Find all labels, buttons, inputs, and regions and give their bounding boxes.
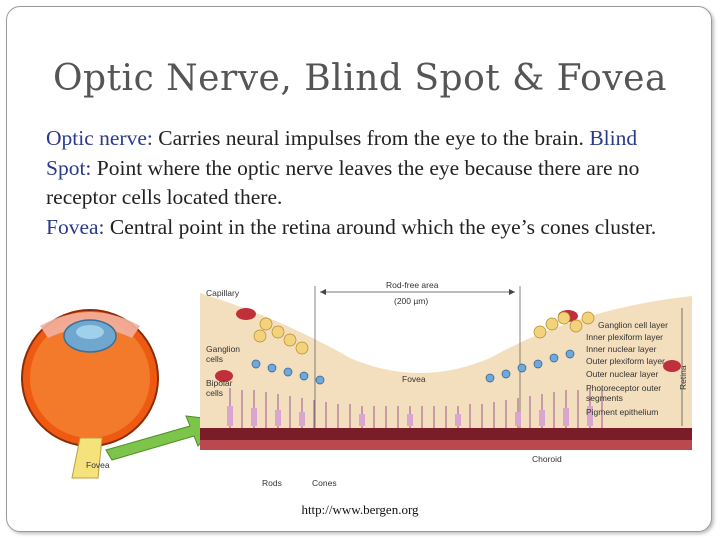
term-blind-spot: Blind Spot: [46, 126, 638, 180]
slide-body-text: Optic nerve: Carries neural impulses fro… [46, 124, 666, 242]
label-rods: Rods [262, 478, 282, 488]
label-capillary: Capillary [206, 288, 240, 298]
label-layer-inner-plexiform: Inner plexiform layer [586, 332, 663, 342]
label-layer-segments: segments [586, 393, 623, 403]
label-cones: Cones [312, 478, 337, 488]
definition-optic-nerve: Carries neural impulses from the eye to … [152, 126, 590, 150]
label-layer-photoreceptor: Photoreceptor outer [586, 383, 661, 393]
label-choroid: Choroid [532, 454, 562, 464]
label-retina: Retina [678, 365, 688, 390]
retina-diagram: Fovea [21, 280, 692, 488]
source-caption: http://www.bergen.org [301, 502, 419, 517]
label-fovea: Fovea [402, 374, 426, 384]
term-optic-nerve: Optic nerve: [46, 126, 153, 150]
term-fovea: Fovea: [46, 214, 105, 239]
label-ganglion-cells-line1: Ganglion [206, 344, 240, 354]
label-layer-outer-nuclear: Outer nuclear layer [586, 369, 658, 379]
label-layer-inner-nuclear: Inner nuclear layer [586, 344, 657, 354]
eye-fovea-label: Fovea [86, 460, 110, 470]
label-ganglion-cells-line2: cells [206, 354, 223, 364]
label-layer-pigment: Pigment epithelium [586, 407, 658, 417]
retina-figure: Fovea [20, 278, 700, 498]
label-layer-ganglion: Ganglion cell layer [598, 320, 668, 330]
label-bipolar-cells-line1: Bipolar [206, 378, 233, 388]
definition-fovea: Central point in the retina around which… [104, 214, 657, 239]
label-rod-free-area: Rod-free area [386, 280, 439, 290]
label-layer-outer-plexiform: Outer plexiform layer [586, 356, 665, 366]
retina-cross-section [200, 286, 692, 450]
eyeball-illustration [21, 309, 159, 479]
slide-title: Optic Nerve, Blind Spot & Fovea [53, 58, 667, 99]
definition-blind-spot: Point where the optic nerve leaves the e… [46, 155, 640, 210]
label-rod-free-size: (200 µm) [394, 296, 428, 306]
label-bipolar-cells-line2: cells [206, 388, 223, 398]
